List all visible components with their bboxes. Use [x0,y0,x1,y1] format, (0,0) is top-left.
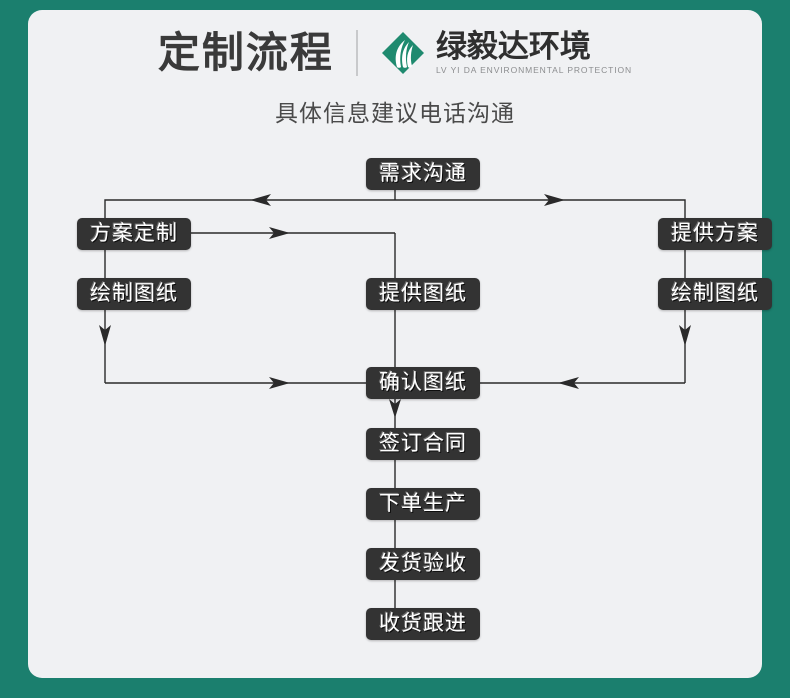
green-leaf-diamond-logo-icon [380,30,426,76]
flow-node-delivery[interactable]: 发货验收 [366,548,480,580]
brand-name-cn: 绿毅达环境 [435,28,591,64]
flowchart: 需求沟通 方案定制 提供方案 绘制图纸 提供图纸 绘制图纸 确认图纸 签订合同 … [28,10,772,678]
brand-name-en: LV YI DA ENVIRONMENTAL PROTECTION [435,65,633,76]
page-header: 定制流程 绿毅达环境 LV YI DA ENVIRONMENTAL PROTEC… [28,18,762,88]
flow-node-left-2[interactable]: 绘制图纸 [77,278,191,310]
flow-node-start[interactable]: 需求沟通 [366,158,480,190]
flow-node-left-1[interactable]: 方案定制 [77,218,191,250]
flow-node-right-2[interactable]: 绘制图纸 [658,278,772,310]
flow-node-right-1[interactable]: 提供方案 [658,218,772,250]
title-divider [355,30,358,76]
flow-node-contract[interactable]: 签订合同 [366,428,480,460]
flow-node-followup[interactable]: 收货跟进 [366,608,480,640]
page-subtitle: 具体信息建议电话沟通 [275,100,515,126]
flow-node-middle-1[interactable]: 提供图纸 [366,278,480,310]
brand-lockup: 绿毅达环境 LV YI DA ENVIRONMENTAL PROTECTION [380,30,632,76]
flow-node-confirm[interactable]: 确认图纸 [366,367,480,399]
flow-connectors [99,190,691,608]
flow-node-production[interactable]: 下单生产 [366,488,480,520]
page-title: 定制流程 [157,29,334,76]
brand-text: 绿毅达环境 LV YI DA ENVIRONMENTAL PROTECTION [435,28,633,76]
content-panel: 定制流程 绿毅达环境 LV YI DA ENVIRONMENTAL PROTEC… [28,10,772,678]
